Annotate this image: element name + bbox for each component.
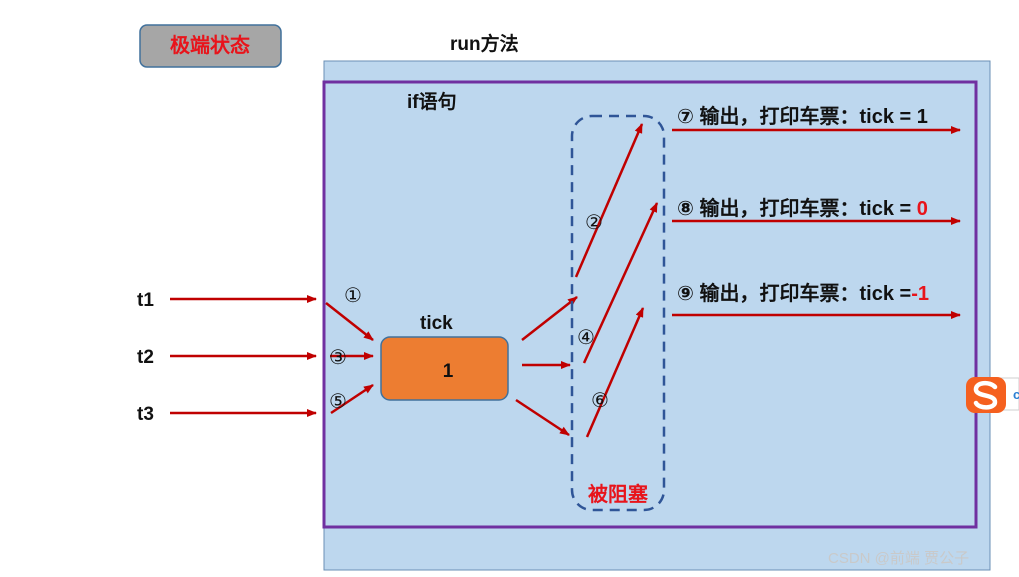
- step4-arrow: [582, 202, 659, 364]
- tick-value: 1: [443, 361, 454, 382]
- svg-text:c: c: [1013, 387, 1019, 402]
- output-line-1: ⑦ 输出，打印车票：tick = 1: [677, 104, 928, 128]
- watermark: CSDN @前端 贾公子: [828, 550, 969, 567]
- if-statement-label: if语句: [407, 90, 457, 113]
- step6-arrow: [585, 307, 645, 438]
- blocked-label: 被阻塞: [588, 482, 649, 506]
- output-2-value: 0: [917, 198, 928, 220]
- output-2-prefix: ⑧ 输出，打印车票：tick =: [677, 196, 917, 220]
- run-method-label: run方法: [450, 32, 519, 55]
- step5-arrow: [330, 383, 374, 415]
- output-line-3: ⑨ 输出，打印车票：tick =-1: [677, 281, 929, 305]
- tick-box: [380, 336, 509, 401]
- thread-label-t1: t1: [137, 290, 154, 311]
- blocked-region: [570, 114, 666, 512]
- output-3-value: -1: [911, 283, 929, 305]
- thread-label-t2: t2: [137, 347, 154, 368]
- step-marker-1: ①: [344, 285, 362, 307]
- step-marker-5: ⑤: [329, 391, 347, 413]
- step-marker-6: ⑥: [591, 390, 609, 412]
- if-statement-box: [322, 80, 978, 529]
- output-1-value: 1: [917, 106, 928, 128]
- sogou-input-icon[interactable]: c: [966, 377, 1019, 413]
- tick-out-arrow-3: [515, 398, 570, 437]
- output-line-2: ⑧ 输出，打印车票：tick = 0: [677, 196, 928, 220]
- step2-arrow: [574, 123, 644, 278]
- tick-label: tick: [420, 313, 453, 334]
- step1-arrow: [325, 302, 374, 341]
- state-label: 极端状态: [170, 33, 250, 57]
- output-1-prefix: ⑦ 输出，打印车票：tick =: [677, 104, 917, 128]
- step-marker-4: ④: [577, 327, 595, 349]
- state-label-box: 极端状态: [139, 24, 282, 68]
- step-marker-3: ③: [329, 347, 347, 369]
- tick-out-arrow-1: [521, 296, 578, 341]
- step-marker-2: ②: [585, 212, 603, 234]
- thread-label-t3: t3: [137, 404, 154, 425]
- output-3-prefix: ⑨ 输出，打印车票：tick =: [677, 281, 911, 305]
